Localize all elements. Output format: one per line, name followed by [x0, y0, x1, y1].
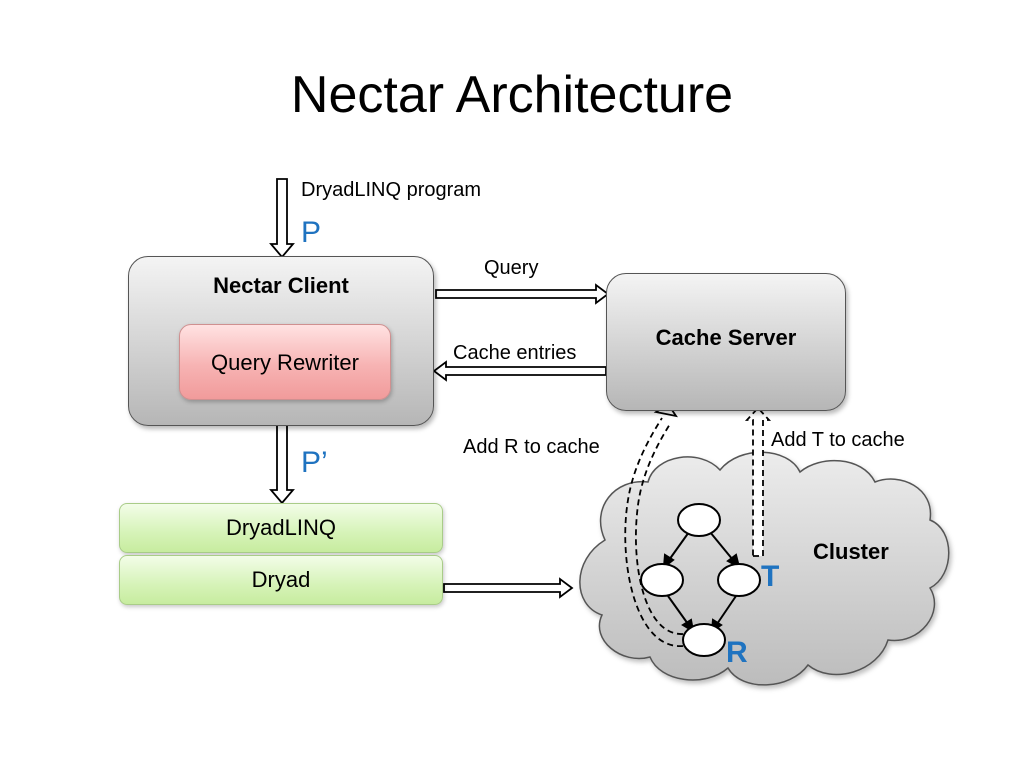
input-arrow — [269, 178, 295, 259]
t-node-label: T — [761, 560, 780, 593]
dryad-box: Dryad — [119, 555, 443, 605]
dag-node-r — [682, 623, 726, 657]
dryadlinq-program-label: DryadLINQ program — [301, 179, 482, 201]
query-rewriter-box: Query Rewriter — [179, 324, 391, 400]
cache-server-box: Cache Server — [606, 273, 846, 411]
r-node-label: R — [726, 636, 748, 669]
cache-server-label: Cache Server — [655, 325, 797, 350]
cache-entries-label: Cache entries — [453, 342, 577, 364]
add-r-to-cache-label: Add R to cache — [463, 436, 600, 458]
query-arrow — [435, 283, 610, 305]
dag-node-left — [640, 563, 684, 597]
query-label: Query — [484, 257, 539, 279]
slide-title: Nectar Architecture — [290, 66, 734, 124]
cluster-label: Cluster — [813, 539, 889, 564]
p-prime-label: P’ — [301, 446, 328, 479]
dag-node-t — [717, 563, 761, 597]
dag-node-top — [677, 503, 721, 537]
add-t-to-cache-label: Add T to cache — [771, 429, 905, 451]
add-t-arrow — [744, 406, 772, 557]
dryad-to-cluster-arrow — [443, 577, 574, 599]
cluster-cloud — [579, 451, 950, 686]
p-label: P — [301, 216, 322, 249]
dryadlinq-box: DryadLINQ — [119, 503, 443, 553]
cache-entries-arrow — [432, 360, 607, 382]
nectar-client-label: Nectar Client — [213, 273, 349, 298]
